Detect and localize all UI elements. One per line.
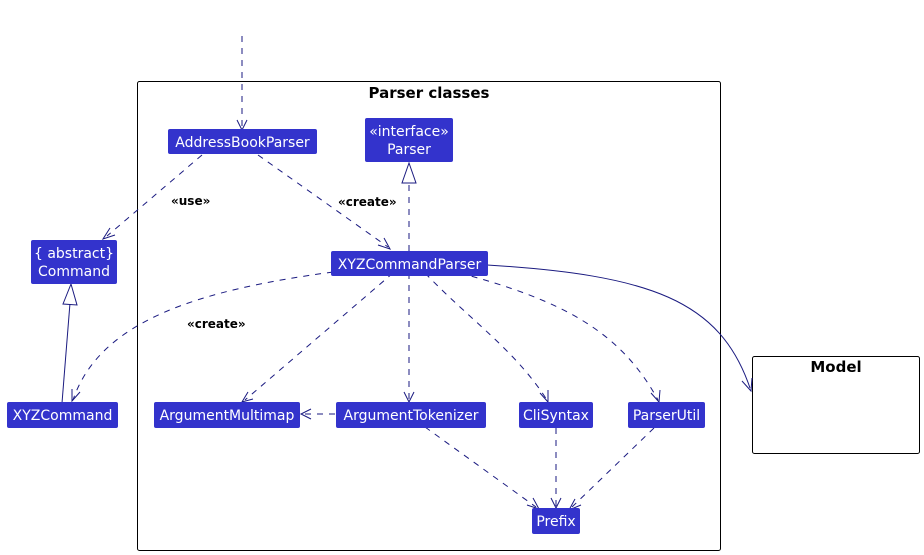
class-box-xyzcommandparser xyxy=(331,251,488,276)
class-box-abstract-command xyxy=(31,240,117,284)
edge-to-parserutil xyxy=(459,272,659,401)
class-label-parserutil: ParserUtil xyxy=(633,408,700,424)
arrowhead-use xyxy=(101,227,116,240)
class-stereotype-parser: «interface» xyxy=(369,124,449,140)
hollow-triangle-realize xyxy=(401,161,417,184)
arrowhead-tokenizer-to-multimap xyxy=(299,408,312,420)
edge-label-use: «use» xyxy=(171,194,210,208)
package-parser-frame xyxy=(137,81,721,551)
package-model: Model xyxy=(752,356,920,454)
class-box-addressbookparser xyxy=(168,129,317,154)
class-box-prefix xyxy=(532,508,580,534)
arrowhead-create-command xyxy=(71,389,81,403)
class-xyzcommandparser: XYZCommandParser xyxy=(331,251,488,276)
package-model-frame xyxy=(752,356,920,454)
class-box-parserutil xyxy=(628,402,705,428)
class-box-argumenttokenizer xyxy=(336,402,486,428)
class-prefix: Prefix xyxy=(532,508,580,534)
class-box-parser-interface xyxy=(365,118,453,162)
class-label-parser: Parser xyxy=(387,142,431,158)
class-label-xyzcommandparser: XYZCommandParser xyxy=(338,257,482,273)
edge-create-xyzcommandparser xyxy=(257,154,389,248)
class-parserutil: ParserUtil xyxy=(628,402,705,428)
edge-to-model xyxy=(486,264,751,389)
class-stereotype-command: { abstract} xyxy=(34,246,114,262)
class-label-command: Command xyxy=(38,264,110,280)
class-label-clisyntax: CliSyntax xyxy=(523,408,589,424)
edges: «use» «create» «create» xyxy=(61,36,753,512)
class-addressbookparser: AddressBookParser xyxy=(168,129,317,154)
arrowhead-create-parser xyxy=(377,237,392,250)
arrowhead-model xyxy=(741,377,753,393)
class-argumentmultimap: ArgumentMultimap xyxy=(154,402,300,428)
class-box-argumentmultimap xyxy=(154,402,300,428)
class-label-argumenttokenizer: ArgumentTokenizer xyxy=(344,408,479,424)
package-parser-title: Parser classes xyxy=(369,84,490,102)
edge-to-argumentmultimap xyxy=(244,272,394,401)
edge-create-xyzcommand xyxy=(72,271,334,401)
package-model-title: Model xyxy=(810,358,861,376)
class-box-clisyntax xyxy=(519,402,593,428)
edge-use-command xyxy=(106,154,203,237)
class-label-xyzcommand: XYZCommand xyxy=(13,408,113,424)
class-label-prefix: Prefix xyxy=(536,514,575,530)
edge-label-create-command: «create» xyxy=(187,317,246,331)
edge-label-create-parser: «create» xyxy=(338,195,397,209)
class-box-xyzcommand xyxy=(7,402,118,428)
class-label-addressbookparser: AddressBookParser xyxy=(175,135,310,151)
edge-generalize-command xyxy=(61,302,71,404)
class-argumenttokenizer: ArgumentTokenizer xyxy=(336,402,486,428)
hollow-triangle-generalize xyxy=(62,282,78,306)
class-parser-interface: «interface» Parser xyxy=(365,118,453,162)
package-parser-classes: Parser classes xyxy=(137,81,721,551)
class-label-argumentmultimap: ArgumentMultimap xyxy=(160,408,295,424)
class-xyzcommand: XYZCommand xyxy=(7,402,118,428)
class-abstract-command: { abstract} Command xyxy=(31,240,117,284)
class-clisyntax: CliSyntax xyxy=(519,402,593,428)
